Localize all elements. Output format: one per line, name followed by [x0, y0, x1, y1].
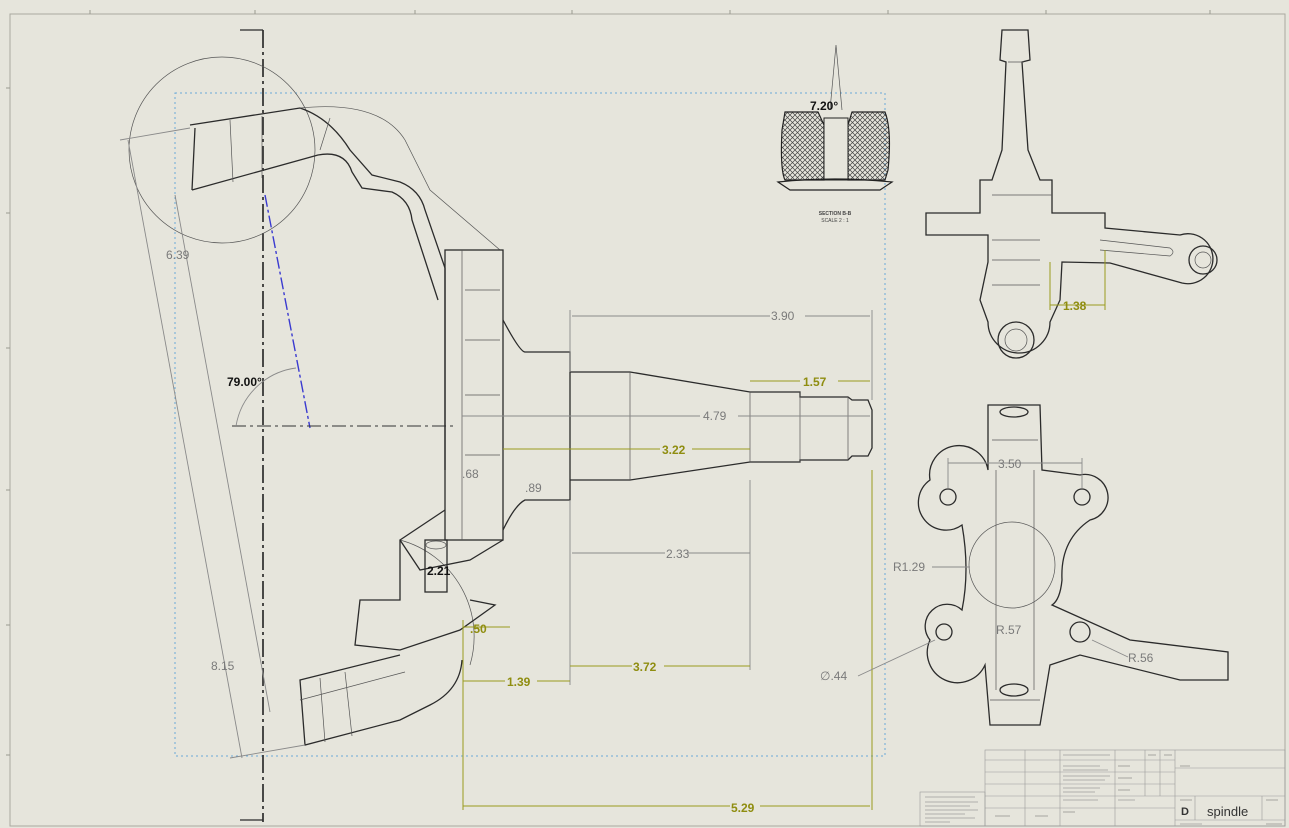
dim-3-22[interactable]: 3.22 [662, 443, 686, 457]
boss [424, 539, 448, 593]
section-base [776, 178, 894, 191]
dim-68[interactable]: .68 [462, 467, 479, 481]
hub [502, 319, 571, 531]
main-view[interactable]: 6.39 79.00° 8.15 3.90 1.57 4.79 3.22 .68… [119, 29, 886, 822]
dim-3-72[interactable]: 3.72 [633, 660, 657, 674]
dim-1-38[interactable]: 1.38 [1063, 299, 1087, 313]
dim-8-15[interactable]: 8.15 [211, 659, 235, 673]
top-slot [1099, 239, 1174, 257]
leader-dia44 [857, 639, 936, 677]
kingpin-axis [264, 194, 311, 429]
dim-6-39[interactable]: 6.39 [166, 248, 190, 262]
bottom-right-view[interactable]: 3.50 R1.29 R.57 R.56 ∅.44 [820, 404, 1229, 726]
spindle-top [925, 29, 1214, 354]
title-block[interactable]: D spindle [919, 749, 1286, 827]
upper-arm-inner [229, 106, 501, 251]
bottom-bottom-bore [999, 683, 1029, 697]
lower-tip-inner [299, 671, 406, 743]
section-view[interactable]: 7.20° SECTION B-B SCALE 2 : 1 [776, 44, 894, 224]
upper-arm-outline [191, 127, 439, 301]
border-zone-ticks [6, 10, 1211, 756]
dim-dia-44[interactable]: ∅.44 [820, 669, 847, 683]
section-angle-lines [829, 44, 843, 111]
dim-3-90[interactable]: 3.90 [771, 309, 795, 323]
title-block-fine-print [925, 754, 1282, 825]
spindle-bottom [917, 404, 1229, 726]
section-label: SECTION B-B [819, 211, 852, 217]
title-block-frame [984, 749, 1286, 827]
sheet-border [9, 13, 1286, 827]
section-right-block [847, 111, 891, 181]
hole-top-right [1073, 488, 1091, 506]
dim-r-57[interactable]: R.57 [996, 623, 1022, 637]
dim-5-29[interactable]: 5.29 [731, 801, 755, 815]
dim-2-33[interactable]: 2.33 [666, 547, 690, 561]
hole-bottom-left [935, 623, 953, 641]
view-boundary [174, 92, 886, 757]
hub-circle [968, 521, 1056, 609]
flange [444, 249, 504, 541]
sheet-size: D [1181, 806, 1189, 818]
upper-arm [189, 107, 446, 470]
dim-r1-29[interactable]: R1.29 [893, 560, 925, 574]
dimensions-gray [119, 127, 873, 759]
dim-89[interactable]: .89 [525, 481, 542, 495]
top-bore-inner [1004, 328, 1028, 352]
top-inner-lines [992, 61, 1052, 286]
top-eye-outer [1188, 245, 1218, 275]
dimensions-yellow [462, 380, 873, 810]
part-title[interactable]: spindle [1207, 804, 1248, 819]
dim-angle-79[interactable]: 79.00° [227, 375, 262, 389]
lower-tip [299, 654, 463, 746]
section-angle[interactable]: 7.20° [810, 99, 838, 113]
hole-top-left [939, 488, 957, 506]
top-right-view[interactable]: 1.38 [925, 29, 1218, 359]
section-core [823, 117, 849, 181]
spindle-shaft [570, 371, 873, 481]
dim-1-39[interactable]: 1.39 [507, 675, 531, 689]
detail-arc-bottom [399, 539, 475, 666]
dim-50[interactable]: .50 [470, 622, 487, 636]
leader-r56 [1091, 639, 1129, 658]
section-left-block [780, 111, 825, 181]
lower-arm [354, 509, 504, 651]
dim-1-57[interactable]: 1.57 [803, 375, 827, 389]
dim-2-21[interactable]: 2.21 [427, 564, 451, 578]
dim-3-50[interactable]: 3.50 [998, 457, 1022, 471]
section-scale: SCALE 2 : 1 [821, 218, 849, 224]
boss-top [425, 540, 447, 550]
bottom-inner-lines [990, 439, 1040, 701]
detail-circle-top [128, 56, 316, 244]
hole-arm [1069, 621, 1091, 643]
dim-r-56[interactable]: R.56 [1128, 651, 1154, 665]
bottom-top-bore [999, 406, 1029, 418]
dim-4-79[interactable]: 4.79 [703, 409, 727, 423]
top-bore-outer [997, 321, 1035, 359]
top-eye-inner [1194, 251, 1212, 269]
